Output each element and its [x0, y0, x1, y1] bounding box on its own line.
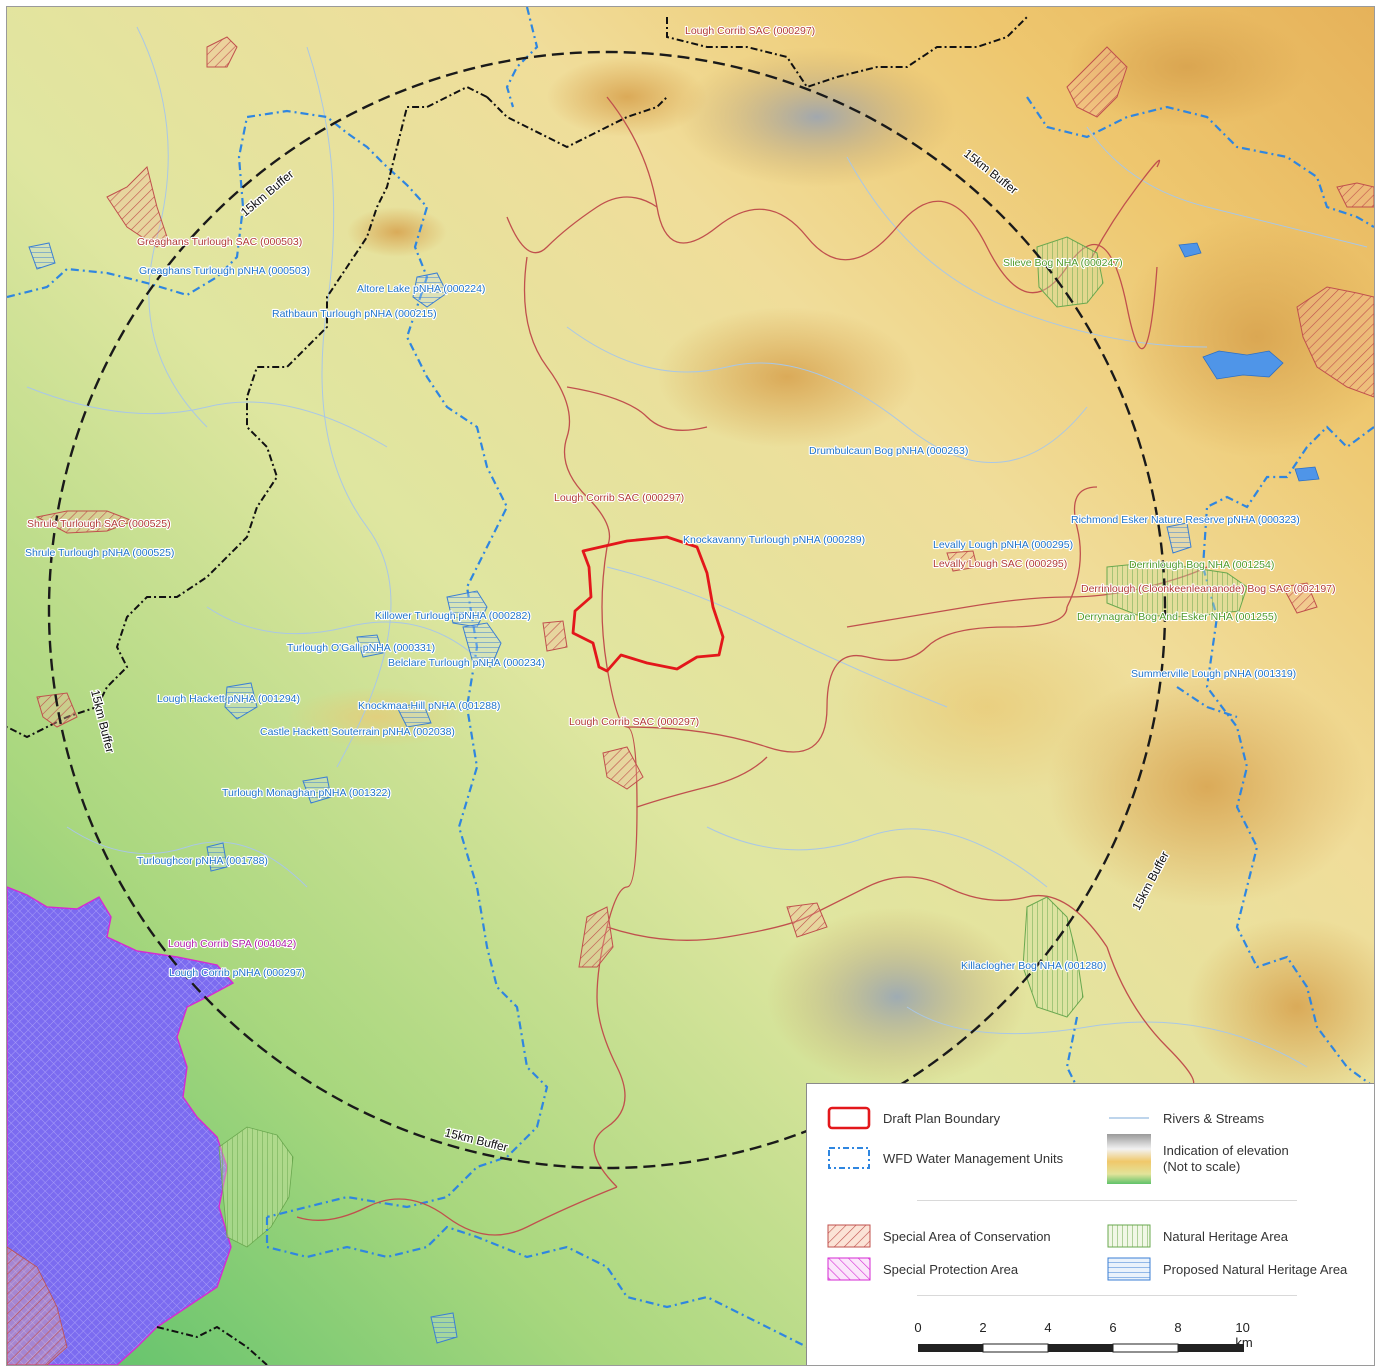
- red-hatch-icon: [827, 1224, 871, 1248]
- lough-corrib-spa-area[interactable]: [7, 886, 294, 1365]
- label-altore-lake: Altore Lake pNHA (000224): [357, 283, 485, 295]
- label-derrynagran: Derrynagran Bog And Esker NHA (001255): [1077, 611, 1277, 623]
- legend-sublabel: (Not to scale): [1163, 1159, 1241, 1174]
- label-lough-corrib-sac-low: Lough Corrib SAC (000297): [569, 716, 699, 728]
- scale-tick: 4: [1044, 1320, 1052, 1335]
- label-greaghans-pnha: Greaghans Turlough pNHA (000503): [139, 265, 310, 277]
- legend-label: Proposed Natural Heritage Area: [1163, 1261, 1348, 1277]
- scale-tick: 2: [979, 1320, 987, 1335]
- legend-divider: [917, 1200, 1297, 1201]
- label-shrule-sac: Shrule Turlough SAC (000525): [27, 518, 171, 530]
- draft-plan-boundary[interactable]: [571, 535, 725, 673]
- label-lough-corrib-sac-top: Lough Corrib SAC (000297): [685, 25, 815, 37]
- label-richmond: Richmond Esker Nature Reserve pNHA (0003…: [1071, 514, 1300, 526]
- legend-item-elevation: Indication of elevation (Not to scale): [1107, 1134, 1289, 1184]
- label-greaghans-sac: Greaghans Turlough SAC (000503): [137, 236, 302, 248]
- legend-label: Natural Heritage Area: [1163, 1228, 1289, 1244]
- label-shrule-pnha: Shrule Turlough pNHA (000525): [25, 547, 174, 559]
- label-summerville: Summerville Lough pNHA (001319): [1131, 668, 1296, 680]
- label-levally-sac: Levally Lough SAC (000295): [933, 558, 1067, 570]
- label-killaclogher: Killaclogher Bog NHA (001280): [961, 960, 1106, 972]
- label-killower: Killower Turlough pNHA (000282): [375, 610, 531, 622]
- label-drumbulcaun: Drumbulcaun Bog pNHA (000263): [809, 445, 968, 457]
- lakes-layer: [1178, 242, 1320, 482]
- label-turlough-monaghan: Turlough Monaghan pNHA (001322): [222, 787, 391, 799]
- blue-horizontal-hatch-icon: [1107, 1257, 1151, 1281]
- legend-label: Rivers & Streams: [1163, 1110, 1265, 1126]
- label-rathbaun: Rathbaun Turlough pNHA (000215): [272, 308, 437, 320]
- legend-label: WFD Water Management Units: [883, 1150, 1064, 1166]
- legend-item-wfd: WFD Water Management Units: [827, 1146, 1063, 1170]
- legend-item-nha: Natural Heritage Area: [1107, 1224, 1288, 1248]
- legend-label: Draft Plan Boundary: [883, 1110, 1001, 1126]
- label-lough-hackett: Lough Hackett pNHA (001294): [157, 693, 300, 705]
- legend-item-pnha: Proposed Natural Heritage Area: [1107, 1257, 1347, 1281]
- legend-label: Indication of elevation: [1163, 1143, 1289, 1158]
- pnha-areas[interactable]: [28, 242, 1192, 1344]
- legend-label: Special Area of Conservation: [883, 1228, 1051, 1244]
- scale-tick: 8: [1174, 1320, 1182, 1335]
- legend-item-plan-boundary: Draft Plan Boundary: [827, 1106, 1000, 1130]
- label-derrinlough-nha: Derrinlough Bog NHA (001254): [1129, 559, 1274, 571]
- map-canvas[interactable]: 15km Buffer 15km Buffer 15km Buffer 15km…: [6, 6, 1375, 1366]
- red-outline-box-icon: [827, 1106, 871, 1130]
- label-levally-pnha: Levally Lough pNHA (000295): [933, 539, 1073, 551]
- scale-bar-graphic: [918, 1343, 1244, 1353]
- sac-areas[interactable]: [35, 36, 1374, 968]
- label-castle-hackett: Castle Hackett Souterrain pNHA (002038): [260, 726, 455, 738]
- legend-item-rivers: Rivers & Streams: [1107, 1106, 1264, 1130]
- map-legend: Draft Plan Boundary WFD Water Management…: [806, 1083, 1374, 1365]
- label-belclare: Belclare Turlough pNHA (000234): [388, 657, 545, 669]
- magenta-hatch-icon: [827, 1257, 871, 1281]
- label-turloughcor: Turloughcor pNHA (001788): [137, 855, 268, 867]
- label-lough-corrib-pnha: Lough Corrib pNHA (000297): [169, 967, 305, 979]
- label-derrinlough-sac: Derrinlough (Cloonkeenleananode) Bog SAC…: [1081, 583, 1336, 595]
- legend-item-spa: Special Protection Area: [827, 1257, 1018, 1281]
- label-slieve-bog: Slieve Bog NHA (000247): [1003, 257, 1123, 269]
- scale-tick: 6: [1109, 1320, 1117, 1335]
- scale-bar: 0 2 4 6 8 10 km: [914, 1320, 1253, 1360]
- elevation-ramp-icon: [1107, 1134, 1151, 1184]
- blue-dashdot-box-icon: [828, 1147, 870, 1169]
- thin-blue-line-icon: [1109, 1117, 1149, 1119]
- label-lough-corrib-sac-mid: Lough Corrib SAC (000297): [554, 492, 684, 504]
- label-lough-corrib-spa: Lough Corrib SPA (004042): [168, 938, 296, 950]
- label-knockmaa: Knockmaa Hill pNHA (001288): [358, 700, 500, 712]
- green-vertical-hatch-icon: [1107, 1224, 1151, 1248]
- legend-item-sac: Special Area of Conservation: [827, 1224, 1051, 1248]
- county-boundary: [7, 16, 1028, 1365]
- label-turlough-ogall: Turlough O'Gall pNHA (000331): [287, 642, 435, 654]
- legend-divider: [917, 1295, 1297, 1296]
- buffer-15km: [47, 50, 1167, 1170]
- legend-label: Special Protection Area: [883, 1261, 1019, 1277]
- scale-tick: 0: [914, 1320, 922, 1335]
- nha-areas[interactable]: [1022, 236, 1248, 1018]
- label-knockavanny: Knockavanny Turlough pNHA (000289): [683, 534, 865, 546]
- wfd-boundaries: [7, 7, 1374, 1348]
- site-labels: Lough Corrib SAC (000297) Greaghans Turl…: [24, 24, 1337, 980]
